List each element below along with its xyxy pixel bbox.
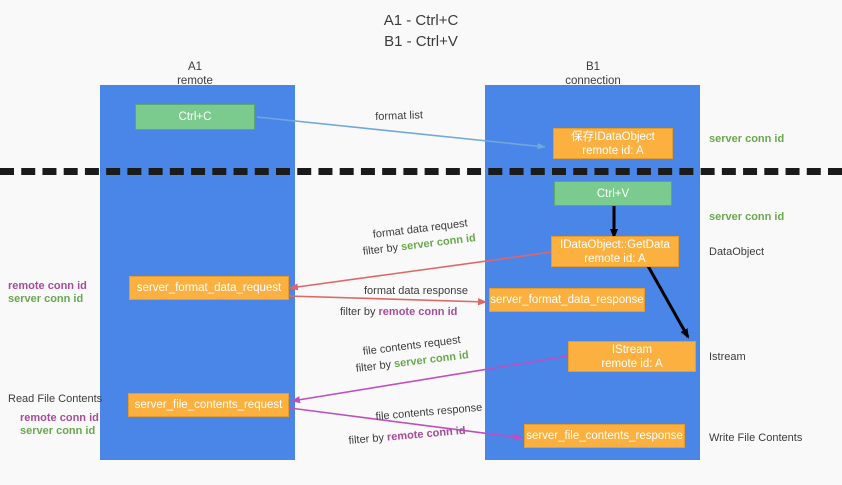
note-write-file-contents: Write File Contents: [709, 432, 803, 444]
box-server-file-contents-request[interactable]: server_file_contents_request: [128, 393, 289, 417]
caption-filter-prefix-2: filter by: [340, 306, 379, 318]
caption-filter-prefix-1: filter by: [362, 241, 402, 258]
caption-filter-value-2: remote conn id: [378, 306, 458, 318]
column-header-a1-sub: remote: [177, 75, 213, 87]
box-ctrl-c[interactable]: Ctrl+C: [135, 104, 255, 130]
note-istream: Istream: [709, 351, 746, 363]
box-server-file-contents-response[interactable]: server_file_contents_response: [524, 424, 685, 448]
box-idataobject-getdata[interactable]: IDataObject::GetData remote id: A: [551, 236, 679, 267]
note-server-conn-id-top: server conn id: [709, 133, 785, 145]
note-read-file-contents: Read File Contents: [8, 393, 103, 405]
note-server-conn-id-left-bottom: server conn id: [20, 425, 96, 437]
column-header-b1-name: B1: [585, 61, 601, 73]
caption-filter-value-4: remote conn id: [386, 424, 467, 444]
note-server-conn-id-left-top: server conn id: [8, 293, 84, 305]
note-remote-conn-id-bottom: remote conn id: [20, 412, 99, 424]
column-header-b1: B1 connection: [493, 60, 693, 88]
note-dataobject: DataObject: [709, 246, 765, 258]
box-server-format-data-response[interactable]: server_format_data_response: [489, 288, 645, 312]
caption-file-contents-response: file contents response: [375, 401, 483, 423]
column-header-a1-name: A1: [187, 61, 203, 73]
box-save-idataobject[interactable]: 保存IDataObject remote id: A: [553, 128, 673, 159]
column-header-a1: A1 remote: [95, 60, 295, 88]
caption-format-data-response: format data response: [364, 285, 468, 297]
caption-filter-prefix-4: filter by: [348, 431, 388, 447]
caption-filter-prefix-3: filter by: [355, 358, 395, 375]
page-title: A1 - Ctrl+C B1 - Ctrl+V: [383, 12, 459, 50]
caption-format-data-response-filter: filter by remote conn id: [340, 305, 457, 320]
caption-format-list: format list: [375, 109, 424, 123]
note-remote-conn-id-top: remote conn id: [8, 280, 87, 292]
box-server-format-data-request[interactable]: server_format_data_request: [129, 276, 289, 300]
box-ctrl-v[interactable]: Ctrl+V: [554, 181, 672, 206]
column-header-b1-sub: connection: [565, 75, 621, 87]
caption-file-contents-response-filter: filter by remote conn id: [348, 424, 466, 449]
box-istream[interactable]: IStream remote id: A: [568, 341, 696, 372]
dashed-divider: [0, 168, 842, 175]
note-server-conn-id-mid: server conn id: [709, 211, 785, 223]
